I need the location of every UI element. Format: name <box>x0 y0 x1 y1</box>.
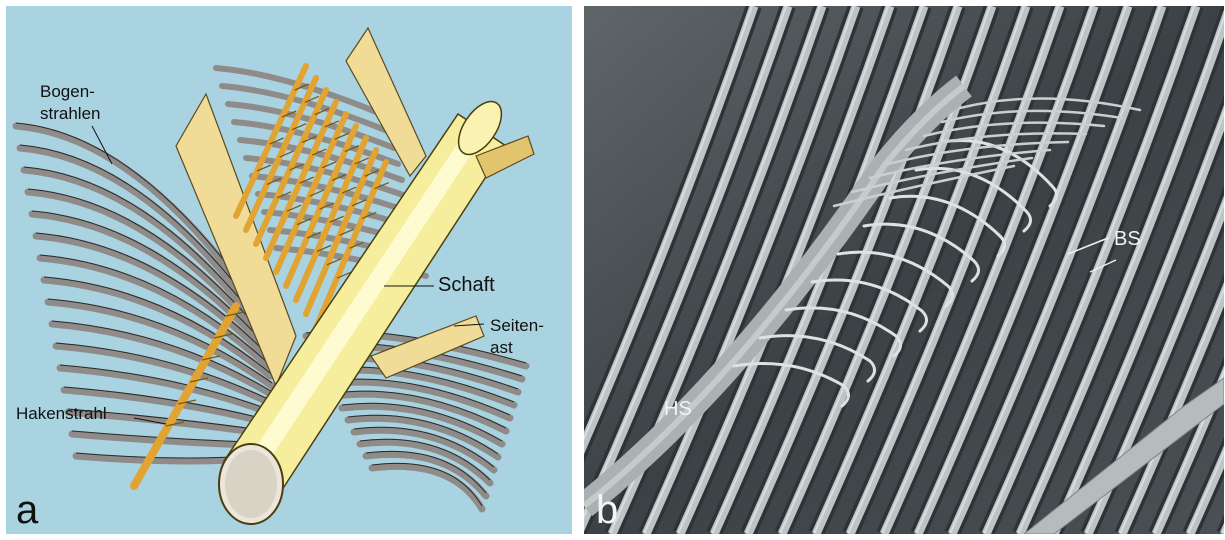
label-bogenstrahlen-line1: Bogen- <box>40 82 95 102</box>
label-schaft: Schaft <box>438 275 495 295</box>
bogenstrahlen-leader <box>92 126 112 164</box>
barbule <box>354 430 494 470</box>
label-hakenstrahl: Hakenstrahl <box>16 404 107 424</box>
panel-a-illustration: Bogen- strahlen Schaft Seiten- ast Haken… <box>6 6 572 534</box>
label-hs: HS <box>664 398 692 420</box>
sem-image <box>584 6 1224 534</box>
panel-b-micrograph: BS HS b <box>584 6 1224 534</box>
label-bs: BS <box>1114 228 1141 250</box>
panel-letter-a: a <box>16 490 38 530</box>
label-seitenast-line2: ast <box>490 338 513 358</box>
label-seitenast-line1: Seiten- <box>490 316 544 336</box>
panel-letter-b: b <box>596 490 618 530</box>
label-bogenstrahlen-line2: strahlen <box>40 104 100 124</box>
